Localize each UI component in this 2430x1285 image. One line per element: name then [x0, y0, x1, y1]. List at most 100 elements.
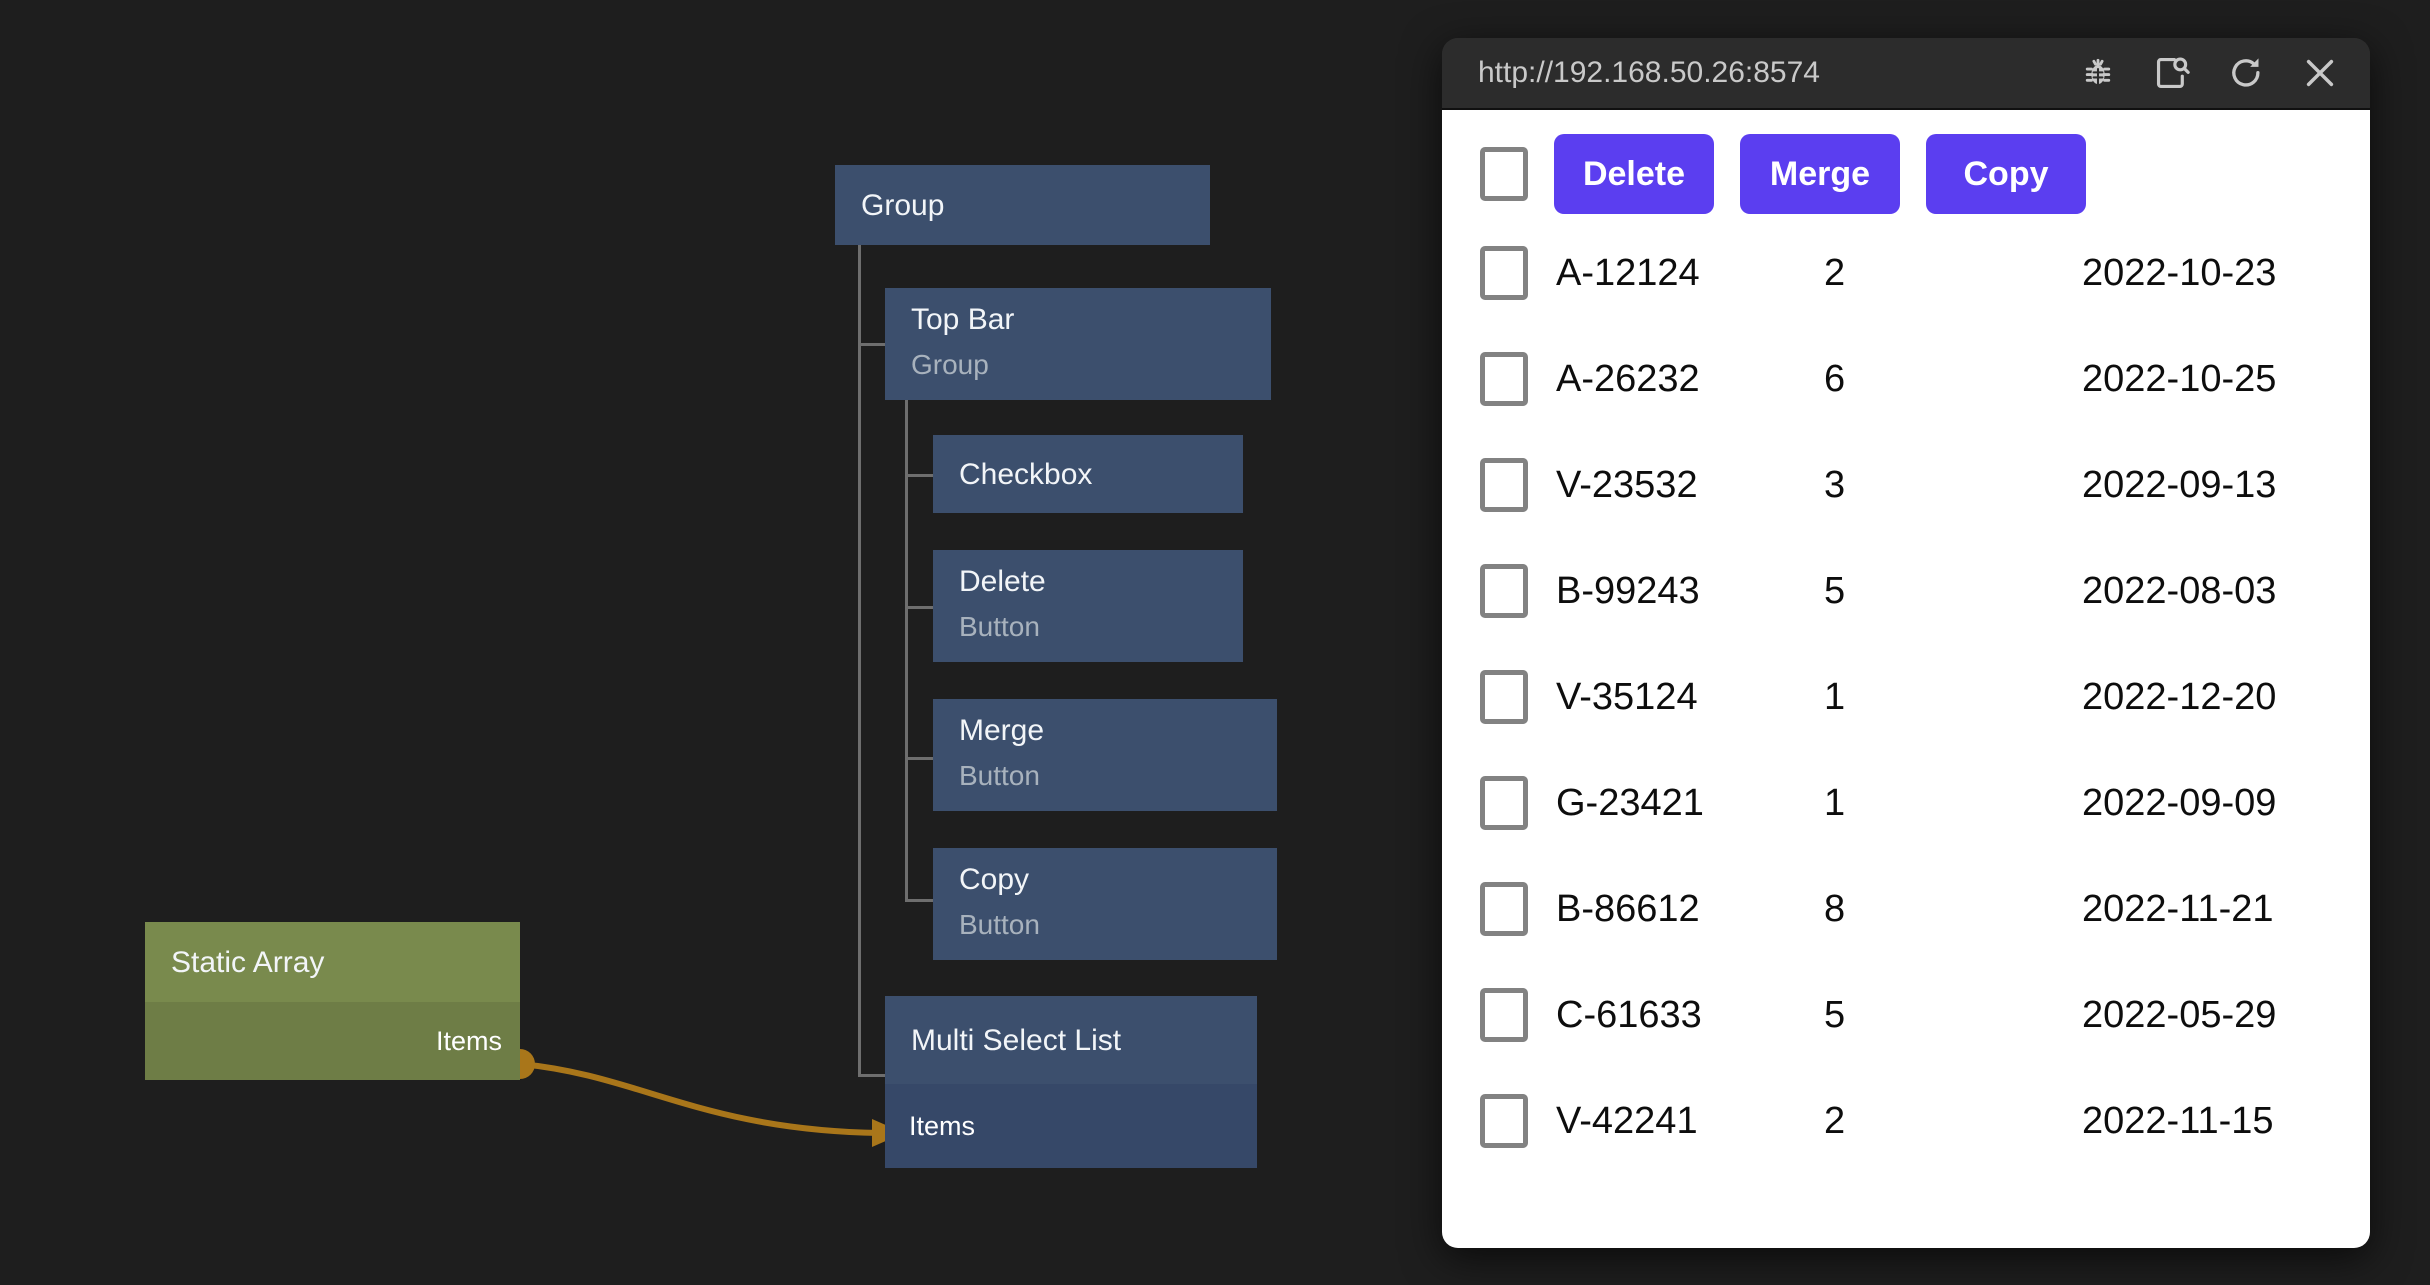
- tree-line-to-topbar: [858, 343, 888, 346]
- cell-date: 2022-05-29: [2082, 994, 2276, 1037]
- node-title: Checkbox: [959, 458, 1092, 491]
- refresh-icon[interactable]: [2226, 53, 2266, 93]
- tree-line-to-merge: [905, 757, 935, 760]
- row-checkbox[interactable]: [1480, 1094, 1528, 1148]
- cell-id: A-26232: [1556, 358, 1824, 401]
- node-delete[interactable]: Delete Button: [933, 550, 1243, 662]
- node-static-array[interactable]: Static Array Items: [145, 922, 520, 1080]
- cell-date: 2022-08-03: [2082, 570, 2276, 613]
- tree-line-topbar-vertical: [905, 350, 908, 902]
- cell-id: A-12124: [1556, 252, 1824, 295]
- merge-button[interactable]: Merge: [1740, 134, 1900, 214]
- node-title: Merge: [959, 714, 1044, 747]
- node-copy[interactable]: Copy Button: [933, 848, 1277, 960]
- tree-line-to-checkbox: [905, 474, 935, 477]
- row-checkbox[interactable]: [1480, 670, 1528, 724]
- table-row[interactable]: V-4224122022-11-15: [1480, 1068, 2350, 1174]
- cell-id: V-23532: [1556, 464, 1824, 507]
- cell-quantity: 5: [1824, 994, 2082, 1037]
- action-toolbar: Delete Merge Copy: [1442, 128, 2370, 220]
- browser-window: http://192.168.50.26:8574: [1442, 38, 2370, 1248]
- row-checkbox[interactable]: [1480, 564, 1528, 618]
- cell-id: G-23421: [1556, 782, 1824, 825]
- titlebar-icon-group: [2078, 53, 2340, 93]
- table-row[interactable]: G-2342112022-09-09: [1480, 750, 2350, 856]
- cell-id: B-99243: [1556, 570, 1824, 613]
- tree-line-root-vertical: [858, 165, 861, 1077]
- tree-line-to-copy: [905, 899, 935, 902]
- cell-id: V-35124: [1556, 676, 1824, 719]
- multi-select-list: A-1212422022-10-23A-2623262022-10-25V-23…: [1442, 220, 2370, 1174]
- page-content: Delete Merge Copy A-1212422022-10-23A-26…: [1442, 110, 2370, 1248]
- table-row[interactable]: B-9924352022-08-03: [1480, 538, 2350, 644]
- cell-quantity: 8: [1824, 888, 2082, 931]
- row-checkbox[interactable]: [1480, 352, 1528, 406]
- select-all-checkbox[interactable]: [1480, 147, 1528, 201]
- port-label: Items: [909, 1111, 975, 1142]
- bug-icon[interactable]: [2078, 53, 2118, 93]
- delete-button[interactable]: Delete: [1554, 134, 1714, 214]
- cell-date: 2022-12-20: [2082, 676, 2276, 719]
- copy-button[interactable]: Copy: [1926, 134, 2086, 214]
- cell-date: 2022-11-21: [2082, 888, 2274, 931]
- node-title: Top Bar: [911, 303, 1014, 336]
- input-port-items[interactable]: Items: [885, 1084, 1257, 1168]
- node-subtitle: Button: [933, 910, 1277, 941]
- node-delete-header: Delete: [933, 550, 1243, 612]
- cell-date: 2022-09-13: [2082, 464, 2276, 507]
- node-title: Static Array: [171, 946, 324, 979]
- row-checkbox[interactable]: [1480, 776, 1528, 830]
- url-text[interactable]: http://192.168.50.26:8574: [1478, 56, 2078, 90]
- node-subtitle: Button: [933, 612, 1243, 643]
- node-group-header: Group: [835, 165, 1210, 245]
- inspect-icon[interactable]: [2152, 53, 2192, 93]
- table-row[interactable]: V-2353232022-09-13: [1480, 432, 2350, 538]
- table-row[interactable]: C-6163352022-05-29: [1480, 962, 2350, 1068]
- table-row[interactable]: A-1212422022-10-23: [1480, 220, 2350, 326]
- node-copy-header: Copy: [933, 848, 1277, 910]
- row-checkbox[interactable]: [1480, 458, 1528, 512]
- cell-date: 2022-11-15: [2082, 1100, 2274, 1143]
- node-subtitle: Group: [885, 350, 1271, 381]
- row-checkbox[interactable]: [1480, 988, 1528, 1042]
- cell-id: B-86612: [1556, 888, 1824, 931]
- row-checkbox[interactable]: [1480, 882, 1528, 936]
- tree-line-to-delete: [905, 606, 935, 609]
- node-checkbox[interactable]: Checkbox: [933, 435, 1243, 513]
- cell-date: 2022-09-09: [2082, 782, 2276, 825]
- tree-line-to-multiselect: [858, 1074, 888, 1077]
- row-checkbox[interactable]: [1480, 246, 1528, 300]
- cell-date: 2022-10-25: [2082, 358, 2276, 401]
- node-merge-header: Merge: [933, 699, 1277, 761]
- output-port-items[interactable]: Items: [145, 1002, 520, 1080]
- node-static-array-header: Static Array: [145, 922, 520, 1002]
- close-icon[interactable]: [2300, 53, 2340, 93]
- port-label: Items: [436, 1026, 502, 1057]
- table-row[interactable]: B-8661282022-11-21: [1480, 856, 2350, 962]
- browser-title-bar[interactable]: http://192.168.50.26:8574: [1442, 38, 2370, 110]
- cell-quantity: 6: [1824, 358, 2082, 401]
- cell-quantity: 3: [1824, 464, 2082, 507]
- cell-quantity: 2: [1824, 252, 2082, 295]
- node-multi-select-list-header: Multi Select List: [885, 996, 1257, 1084]
- cell-quantity: 1: [1824, 782, 2082, 825]
- cell-quantity: 5: [1824, 570, 2082, 613]
- cell-quantity: 1: [1824, 676, 2082, 719]
- node-group[interactable]: Group: [835, 165, 1210, 245]
- table-row[interactable]: A-2623262022-10-25: [1480, 326, 2350, 432]
- node-title: Multi Select List: [911, 1024, 1121, 1057]
- cell-date: 2022-10-23: [2082, 252, 2276, 295]
- node-title: Group: [861, 189, 944, 222]
- table-row[interactable]: V-3512412022-12-20: [1480, 644, 2350, 750]
- node-title: Delete: [959, 565, 1046, 598]
- node-multi-select-list[interactable]: Multi Select List Items: [885, 996, 1257, 1168]
- cell-quantity: 2: [1824, 1100, 2082, 1143]
- node-top-bar-header: Top Bar: [885, 288, 1271, 350]
- node-top-bar[interactable]: Top Bar Group: [885, 288, 1271, 400]
- node-subtitle: Button: [933, 761, 1277, 792]
- node-merge[interactable]: Merge Button: [933, 699, 1277, 811]
- node-title: Copy: [959, 863, 1029, 896]
- cell-id: V-42241: [1556, 1100, 1824, 1143]
- node-checkbox-header: Checkbox: [933, 435, 1243, 513]
